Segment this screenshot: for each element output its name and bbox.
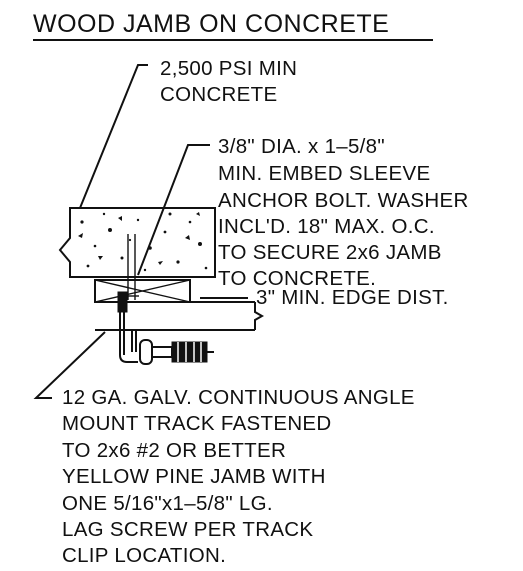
track-leader xyxy=(33,331,106,399)
track-note: 12 GA. GALV. CONTINUOUS ANGLE MOUNT TRAC… xyxy=(62,386,415,567)
svg-text:2,500 PSI MIN: 2,500 PSI MIN xyxy=(160,57,297,80)
svg-text:MIN. EMBED SLEEVE: MIN. EMBED SLEEVE xyxy=(218,162,430,185)
track-roller xyxy=(139,339,214,365)
svg-text:INCL'D. 18" MAX. O.C.: INCL'D. 18" MAX. O.C. xyxy=(218,215,435,238)
concrete-note: 2,500 PSI MIN CONCRETE xyxy=(160,57,297,106)
svg-text:MOUNT TRACK FASTENED: MOUNT TRACK FASTENED xyxy=(62,412,332,435)
svg-text:3/8" DIA. x 1–5/8": 3/8" DIA. x 1–5/8" xyxy=(218,135,385,158)
svg-text:ONE 5/16"x1–5/8" LG.: ONE 5/16"x1–5/8" LG. xyxy=(62,492,273,515)
svg-text:CONCRETE: CONCRETE xyxy=(160,83,277,106)
edge-distance-note: 3" MIN. EDGE DIST. xyxy=(256,286,449,309)
anchor-leader xyxy=(137,144,210,276)
detail-title: WOOD JAMB ON CONCRETE xyxy=(33,10,389,38)
svg-text:12 GA. GALV. CONTINUOUS ANGLE: 12 GA. GALV. CONTINUOUS ANGLE xyxy=(62,386,415,409)
svg-text:TO CONCRETE.: TO CONCRETE. xyxy=(218,267,376,290)
anchor-bolt-note: 3/8" DIA. x 1–5/8" MIN. EMBED SLEEVE ANC… xyxy=(218,135,469,290)
svg-text:TO SECURE 2x6 JAMB: TO SECURE 2x6 JAMB xyxy=(218,241,442,264)
svg-text:ANCHOR BOLT. WASHER: ANCHOR BOLT. WASHER xyxy=(218,189,469,212)
angle-track xyxy=(117,291,138,363)
concrete-slab xyxy=(58,207,216,278)
svg-text:LAG SCREW PER TRACK: LAG SCREW PER TRACK xyxy=(62,518,313,541)
svg-text:CLIP LOCATION.: CLIP LOCATION. xyxy=(62,544,226,567)
concrete-leader xyxy=(79,64,148,209)
svg-text:TO 2x6 #2 OR BETTER: TO 2x6 #2 OR BETTER xyxy=(62,439,286,462)
svg-text:YELLOW PINE JAMB WITH: YELLOW PINE JAMB WITH xyxy=(62,465,326,488)
wood-jamb xyxy=(94,279,191,303)
